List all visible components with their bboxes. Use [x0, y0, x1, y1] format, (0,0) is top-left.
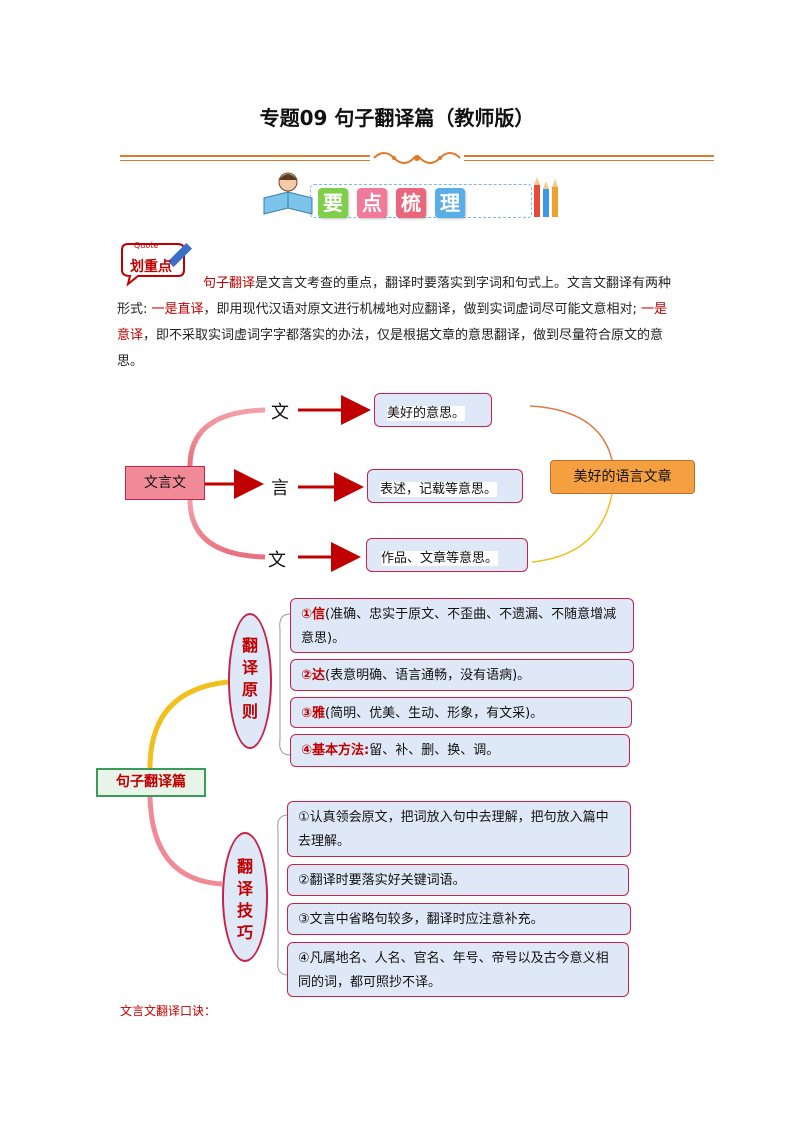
char-yan: 言 — [271, 478, 289, 499]
principle-item-4: ④基本方法:留、补、删、换、调。 — [290, 734, 630, 767]
techniques-ellipse: 翻译技巧 — [222, 832, 268, 962]
ornament-icon — [373, 152, 461, 164]
source-node: 文言文 — [125, 466, 205, 500]
principle-item-1: ①信(准确、忠实于原文、不歪曲、不遗漏、不随意增减意思)。 — [290, 598, 634, 653]
techniques-title: 翻译技巧 — [237, 857, 254, 942]
principles-ellipse: 翻译原则 — [228, 613, 272, 749]
char-wen-2: 文 — [268, 550, 286, 571]
principles-title: 翻译原则 — [242, 636, 259, 721]
term-free-translation: 一是意译 — [117, 302, 668, 343]
technique-item-4: ④凡属地名、人名、官名、年号、帝号以及古今意义相同的词，都可照抄不译。 — [287, 942, 629, 997]
root-node: 句子翻译篇 — [96, 768, 206, 797]
term-direct-translation: 一是直译 — [151, 302, 204, 317]
technique-item-1: ①认真领会原文，把词放入句中去理解，把句放入篇中去理解。 — [287, 801, 631, 857]
banner-tile-2: 点 — [357, 188, 387, 218]
highlight-badge-icon — [121, 242, 193, 287]
principle-item-2: ②达(表意明确、语言通畅，没有语病)。 — [290, 659, 634, 691]
banner-tile-4: 理 — [435, 188, 465, 218]
term-sentence-translation: 句子翻译 — [203, 276, 256, 291]
badge-quote: Quote — [134, 241, 159, 250]
technique-item-2: ②翻译时要落实好关键词语。 — [287, 864, 629, 896]
footer-note: 文言文翻译口诀： — [120, 1004, 217, 1018]
badge-label: 划重点 — [130, 259, 172, 275]
page-title: 专题09 句子翻译篇（教师版） — [259, 106, 535, 130]
principle-item-3: ③雅(简明、优美、生动、形象，有文采)。 — [290, 697, 632, 728]
banner-tile-1: 要 — [318, 188, 348, 218]
student-reading-icon — [263, 172, 313, 215]
meaning-box-2: 表述，记载等意思。 — [367, 469, 523, 503]
meaning-box-1: 美好的意思。 — [374, 393, 492, 427]
intro-paragraph: 句子翻译是文言文考查的重点，翻译时要落实到字词和句式上。文言文翻译有两种形式: … — [117, 276, 672, 369]
pencils-icon — [534, 177, 558, 217]
technique-item-3: ③文言中省略句较多，翻译时应注意补充。 — [287, 903, 631, 935]
banner-tile-3: 梳 — [396, 188, 426, 218]
meaning-box-3: 作品、文章等意思。 — [366, 538, 528, 572]
char-wen-1: 文 — [271, 402, 289, 423]
result-node: 美好的语言文章 — [550, 460, 695, 494]
